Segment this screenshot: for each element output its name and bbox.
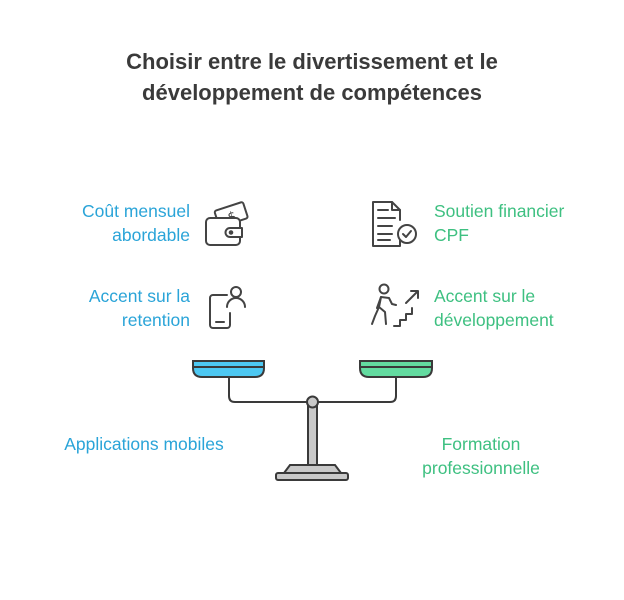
right-option-professional-training: Formation professionnelle [383,432,579,480]
document-check-icon [372,201,417,247]
left-option-line1: Applications mobiles [64,434,224,454]
right-feature-development-line1: Accent sur le [434,286,536,306]
right-feature-funding-line2: CPF [434,225,469,245]
left-feature-retention-line2: retention [121,310,190,330]
person-climbing-stairs-icon [371,283,419,327]
scale-pivot [306,395,319,409]
scale-post [307,401,318,466]
page-title: Choisir entre le divertissement et le dé… [0,46,624,108]
right-feature-development: Accent sur le développement [434,284,554,332]
wallet-money-icon: $ [205,201,249,246]
right-option-line2: professionnelle [422,458,540,478]
left-feature-cost-line2: abordable [112,225,190,245]
title-line-1: Choisir entre le divertissement et le [126,49,498,74]
left-feature-retention-line1: Accent sur la [88,286,190,306]
scale-base [275,472,349,481]
left-pan-icon [192,360,265,378]
right-feature-funding-line1: Soutien financier [434,201,565,221]
left-feature-cost-line1: Coût mensuel [82,201,190,221]
right-feature-funding: Soutien financier CPF [434,199,564,247]
left-feature-cost: Coût mensuel abordable [82,199,190,247]
title-line-2: développement de compétences [142,80,482,105]
left-feature-retention: Accent sur la retention [89,284,190,332]
right-option-line1: Formation [441,434,521,454]
right-pan-icon [359,360,433,378]
left-option-mobile-apps: Applications mobiles [46,432,242,456]
right-feature-development-line2: développement [434,310,554,330]
phone-user-icon [209,286,246,329]
